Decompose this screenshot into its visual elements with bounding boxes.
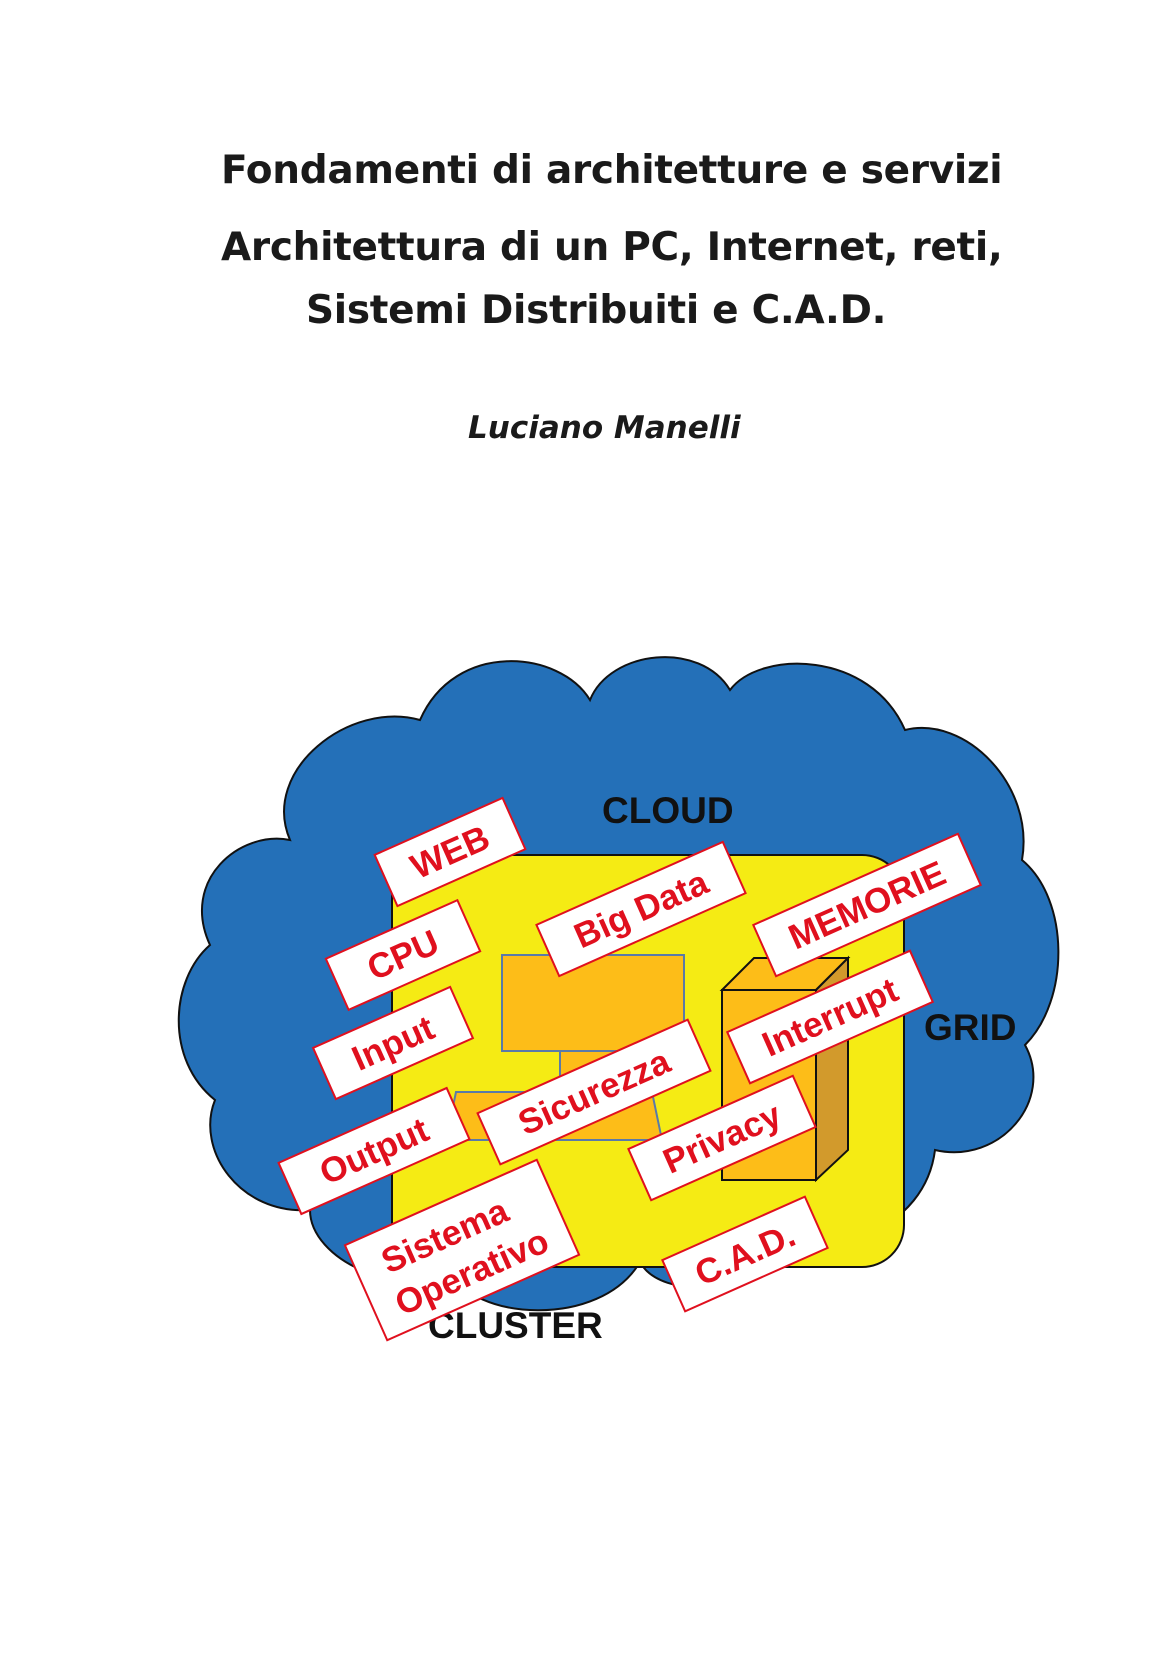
- cover-title-line-3: Sistemi Distribuiti e C.A.D.: [306, 288, 887, 333]
- cluster-label: CLUSTER: [428, 1305, 603, 1346]
- cover-title-line-2: Architettura di un PC, Internet, reti,: [221, 225, 1003, 270]
- grid-label: GRID: [924, 1007, 1017, 1048]
- cover-author: Luciano Manelli: [468, 410, 741, 446]
- cloud-label: CLOUD: [602, 790, 734, 831]
- cover-title-line-1: Fondamenti di architetture e servizi: [221, 148, 1003, 193]
